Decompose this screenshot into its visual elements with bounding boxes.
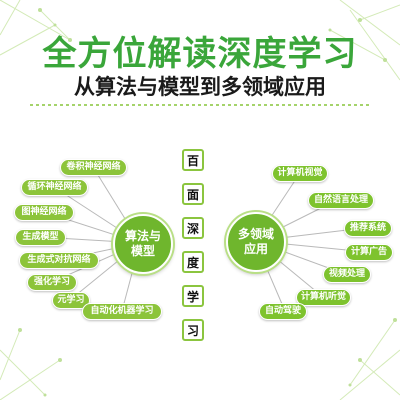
node-recommender-systems: 推荐系统 — [344, 220, 392, 237]
vertical-char-5: 学 — [182, 285, 204, 307]
vertical-char-6: 习 — [182, 319, 204, 341]
node-reinforcement-learning: 强化学习 — [27, 274, 77, 291]
node-computer-vision: 计算机视觉 — [272, 165, 328, 182]
node-video-processing: 视频处理 — [323, 266, 371, 283]
vertical-char-2: 面 — [182, 183, 204, 205]
node-computational-advertising: 计算广告 — [345, 244, 393, 261]
right-hub-applications: 多领域应用 — [226, 212, 286, 272]
node-computer-audition: 计算机听觉 — [296, 289, 351, 306]
node-rnn: 循环神经网络 — [21, 179, 88, 196]
node-nlp: 自然语言处理 — [308, 192, 374, 209]
left-hub-algorithms-models: 算法与模型 — [113, 214, 173, 274]
dotted-divider — [30, 104, 370, 106]
node-autonomous-driving: 自动驾驶 — [259, 303, 307, 320]
node-gan: 生成式对抗网络 — [19, 252, 99, 269]
vertical-char-4: 度 — [182, 251, 204, 273]
left-hub-label: 算法与模型 — [124, 229, 161, 258]
page-subtitle: 从算法与模型到多领域应用 — [74, 75, 326, 99]
node-automl: 自动化机器学习 — [82, 303, 162, 320]
vertical-char-3: 深 — [182, 217, 204, 239]
page-title: 全方位解读深度学习 — [42, 34, 358, 74]
right-hub-label: 多领域应用 — [237, 227, 274, 256]
node-meta-learning: 元学习 — [52, 292, 90, 309]
vertical-char-1: 百 — [182, 149, 204, 171]
node-cnn: 卷积神经网络 — [60, 159, 127, 176]
node-gnn: 图神经网络 — [14, 204, 74, 221]
node-generative-model: 生成模型 — [15, 229, 66, 246]
